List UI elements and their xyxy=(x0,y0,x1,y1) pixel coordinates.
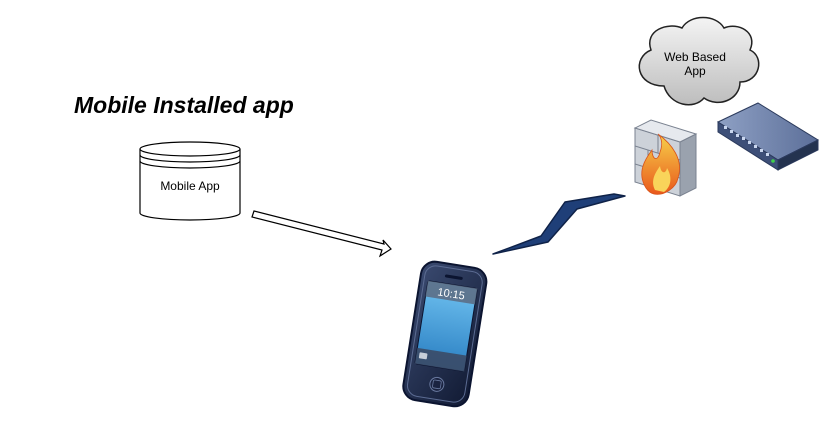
datastore-cylinder: Mobile App xyxy=(139,141,241,221)
diagram-heading: Mobile Installed app xyxy=(74,92,294,118)
smartphone-icon: 10:15 xyxy=(402,260,488,408)
database-cylinder-icon xyxy=(139,141,241,221)
cloud-icon xyxy=(638,16,760,106)
cloud-label-line2: App xyxy=(684,64,706,78)
hollow-arrow-icon xyxy=(251,210,392,258)
wireless-link-icon xyxy=(492,193,626,255)
phone-clock: 10:15 xyxy=(437,286,466,302)
network-switch-icon xyxy=(716,102,820,171)
cloud-label-line1: Web Based xyxy=(664,50,726,64)
firewall-icon xyxy=(633,119,698,197)
cloud-node: Web Based App xyxy=(638,16,760,106)
datastore-label: Mobile App xyxy=(160,179,220,193)
